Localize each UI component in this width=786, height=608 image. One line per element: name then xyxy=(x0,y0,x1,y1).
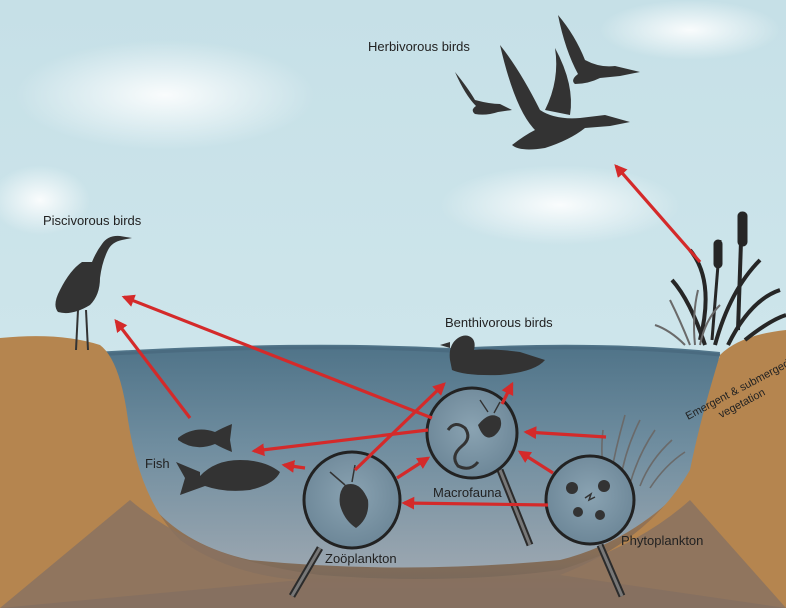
label-herbivorous-birds: Herbivorous birds xyxy=(368,39,470,54)
cloud xyxy=(15,40,315,150)
label-macrofauna: Macrofauna xyxy=(433,485,502,500)
arrow-phytoplankton-to-zooplankton xyxy=(404,503,548,505)
label-piscivorous-birds: Piscivorous birds xyxy=(43,213,142,228)
cloud xyxy=(600,0,780,60)
label-benthivorous-birds: Benthivorous birds xyxy=(445,315,553,330)
label-phytoplankton: Phytoplankton xyxy=(621,533,703,548)
label-zooplankton: Zoöplankton xyxy=(325,551,397,566)
label-fish: Fish xyxy=(145,456,170,471)
cloud xyxy=(440,165,680,245)
